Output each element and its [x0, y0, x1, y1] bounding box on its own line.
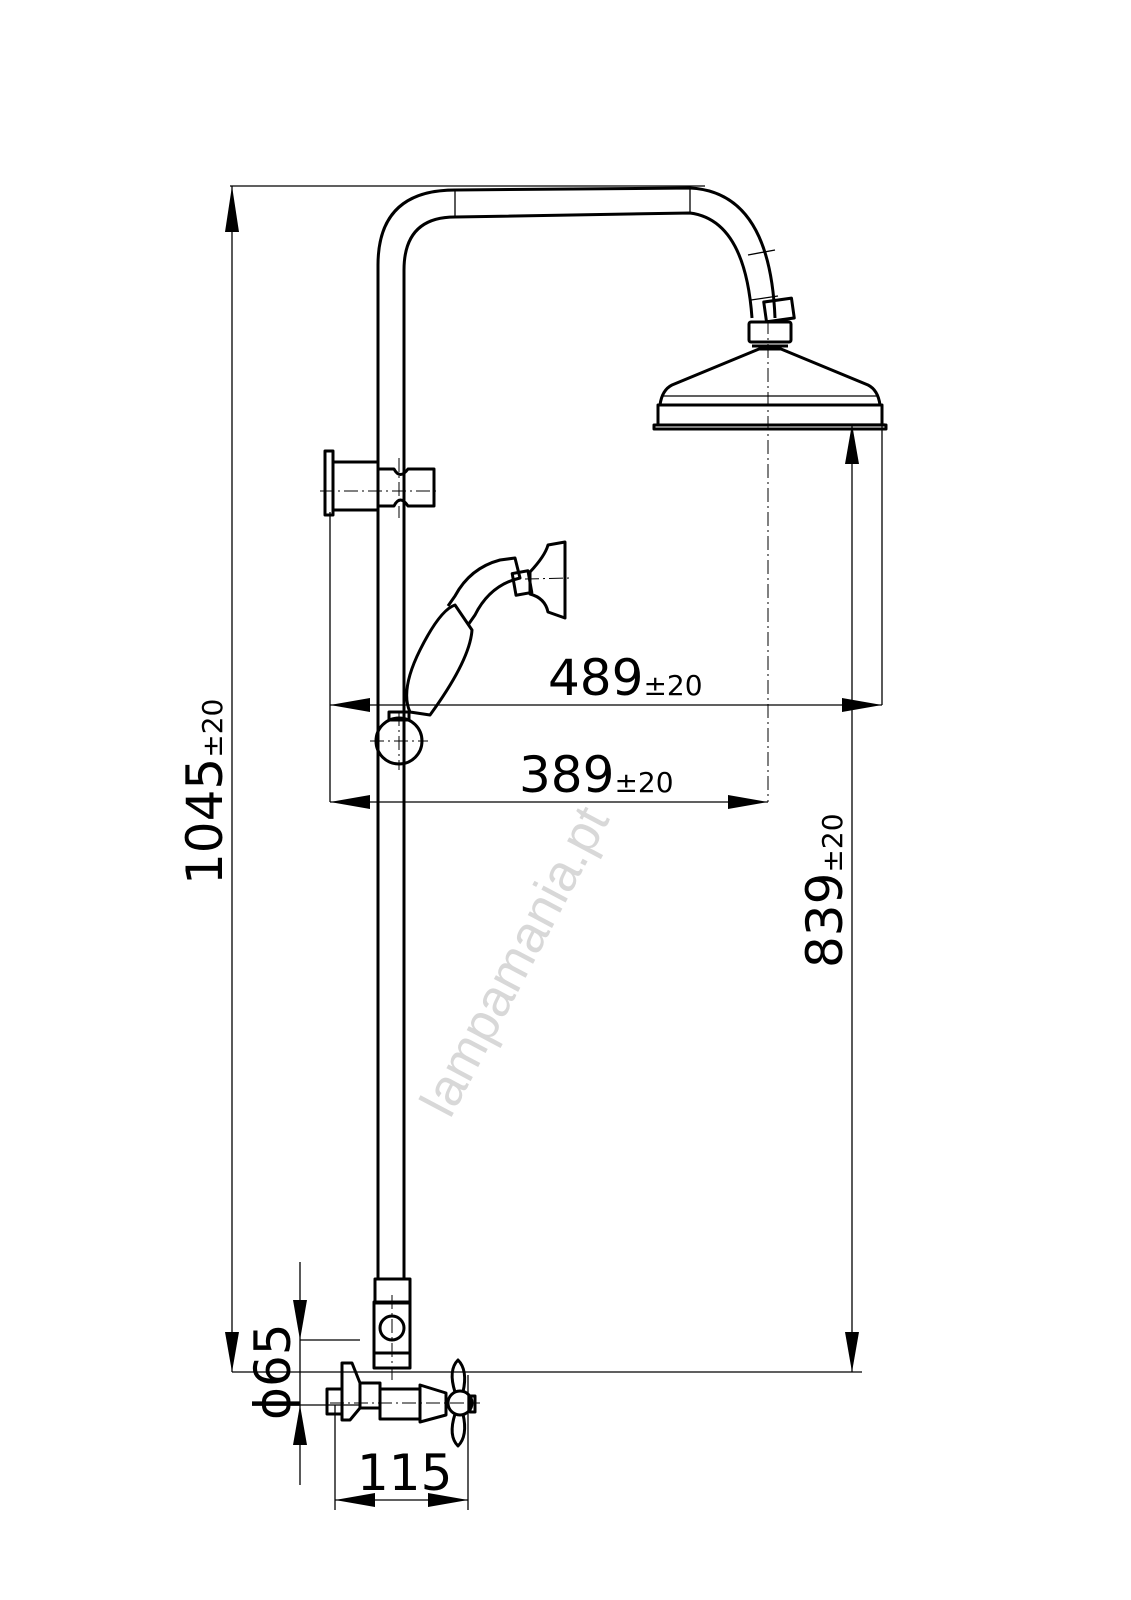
dim-tolerance: ±20 — [643, 669, 702, 702]
svg-text:1045±20: 1045±20 — [176, 699, 234, 885]
dimension-head-height: 839±20 — [796, 813, 854, 968]
dim-tolerance: ±20 — [614, 766, 673, 799]
dimension-total-height: 1045±20 — [176, 699, 234, 885]
dimension-valve-depth: 115 — [357, 1444, 452, 1502]
dim-value: ϕ65 — [244, 1323, 302, 1420]
dimension-head-outer-reach: 489±20 — [548, 649, 703, 707]
dim-tolerance: ±20 — [196, 699, 229, 758]
dimension-flange-diameter: ϕ65 — [244, 1323, 302, 1420]
watermark: lampamania.pt — [409, 797, 621, 1126]
dim-value: 1045 — [176, 758, 234, 885]
mixing-valve — [325, 1277, 480, 1448]
dim-value: 839 — [796, 873, 854, 968]
dimension-head-center-reach: 389±20 — [519, 746, 674, 804]
svg-text:839±20: 839±20 — [796, 813, 854, 968]
dimension-arrows — [225, 186, 882, 1507]
dim-tolerance: ±20 — [816, 813, 849, 872]
slide-bracket — [320, 449, 440, 518]
riser-pipe — [376, 186, 779, 1280]
hand-shower — [370, 540, 571, 770]
extension-lines — [230, 185, 885, 1510]
shower-head — [652, 296, 888, 431]
dim-value: 489 — [548, 649, 643, 707]
dim-value: 389 — [519, 746, 614, 804]
